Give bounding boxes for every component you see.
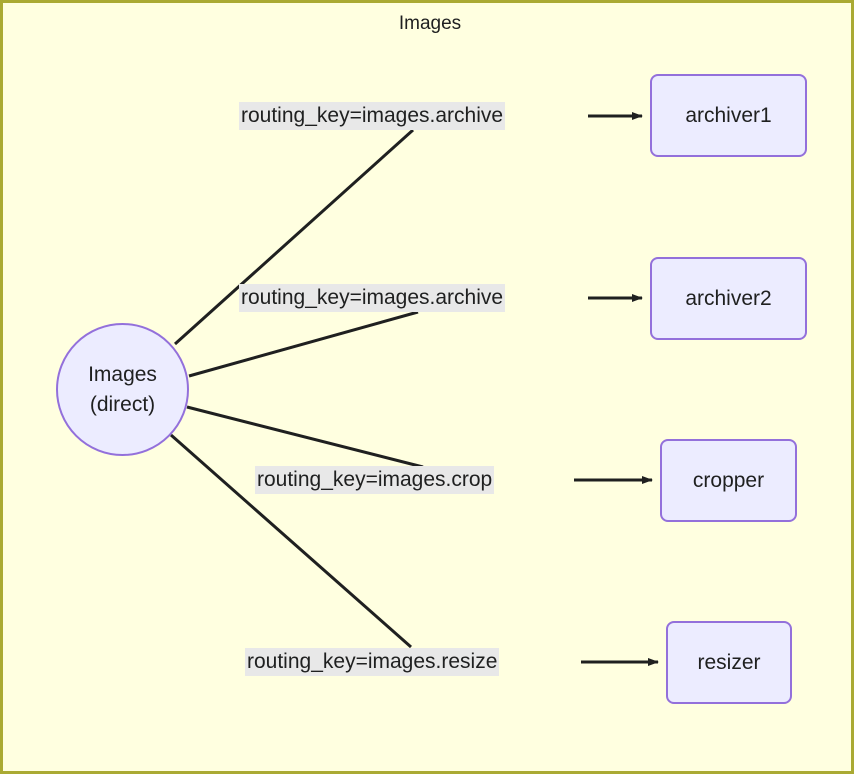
edge-label-archiver2: routing_key=images.archive bbox=[239, 284, 506, 312]
edge-images-archiver2 bbox=[188, 310, 419, 378]
queue-label-cropper: cropper bbox=[692, 468, 765, 492]
edge-label-archiver1: routing_key=images.archive bbox=[239, 102, 506, 130]
queue-label-resizer: resizer bbox=[697, 650, 761, 674]
edge-label-cropper: routing_key=images.crop bbox=[255, 466, 495, 494]
node-exchange-images[interactable]: Images (direct) bbox=[56, 323, 189, 456]
node-queue-archiver2[interactable]: archiver2 bbox=[650, 257, 807, 340]
exchange-type-label: (direct) bbox=[89, 392, 156, 416]
queue-label-archiver1: archiver1 bbox=[685, 103, 772, 127]
edge-label-resizer: routing_key=images.resize bbox=[245, 648, 500, 676]
queue-label-archiver2: archiver2 bbox=[685, 286, 772, 310]
exchange-name-label: Images bbox=[88, 362, 157, 386]
node-queue-archiver1[interactable]: archiver1 bbox=[650, 74, 807, 157]
edge-images-cropper bbox=[186, 405, 424, 469]
node-queue-resizer[interactable]: resizer bbox=[666, 621, 792, 704]
subgraph-title: Images bbox=[398, 13, 462, 34]
node-queue-cropper[interactable]: cropper bbox=[660, 439, 797, 522]
